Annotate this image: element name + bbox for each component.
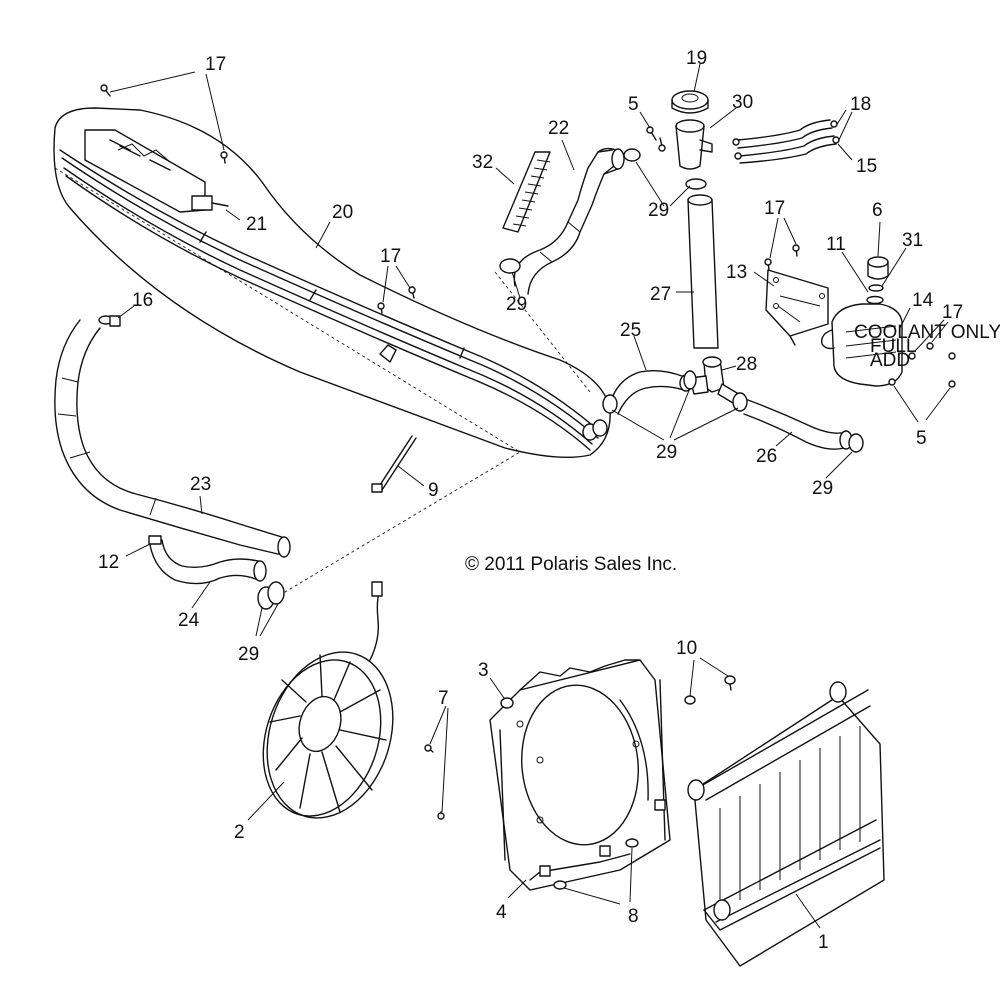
- callout-30: 30: [732, 92, 753, 113]
- callout-25: 25: [620, 320, 641, 341]
- callout-31: 31: [902, 230, 923, 251]
- callout-21: 21: [246, 214, 267, 235]
- part-5-fasteners-reservoir: [888, 378, 956, 388]
- callout-17-reservoir: 17: [942, 302, 963, 323]
- part-3-rubber-grommet: [500, 697, 514, 709]
- callout-11: 11: [826, 234, 846, 255]
- part-2-cooling-fan: [262, 581, 394, 819]
- part-17-screws-mid: [377, 286, 416, 314]
- callout-9: 9: [428, 480, 439, 501]
- callout-10: 10: [676, 638, 697, 659]
- dashed-guide-lines: [54, 167, 591, 599]
- part-19-radiator-cap: [671, 90, 709, 114]
- leader-lines: [109, 63, 951, 929]
- callout-7: 7: [438, 688, 449, 709]
- callout-20: 20: [332, 202, 353, 223]
- part-16-hose-clamp: [98, 315, 121, 327]
- copyright-notice: © 2011 Polaris Sales Inc.: [465, 554, 677, 575]
- callout-15: 15: [856, 156, 877, 177]
- callout-29-bottom-left: 29: [238, 644, 259, 665]
- part-27-filler-tube: [687, 194, 719, 349]
- part-1-radiator: [687, 681, 885, 967]
- part-31-cap-seal: [868, 284, 884, 292]
- part-17-screws-top-left: [100, 84, 228, 164]
- callout-23: 23: [190, 474, 211, 495]
- callout-29-upper-left: 29: [506, 294, 527, 315]
- callout-5-top: 5: [628, 94, 639, 115]
- callout-18: 18: [850, 94, 871, 115]
- callout-19: 19: [686, 48, 707, 69]
- reservoir-label-add: ADD: [870, 350, 910, 371]
- callout-27: 27: [650, 284, 671, 305]
- callout-29-upper-center: 29: [648, 200, 669, 221]
- callout-17-mid: 17: [380, 246, 401, 267]
- callout-16: 16: [132, 290, 153, 311]
- callout-1: 1: [818, 932, 829, 953]
- part-7-fasteners: [424, 744, 445, 820]
- part-21-tube-bracket: [84, 129, 229, 213]
- part-32-hose-sleeve: [502, 151, 551, 233]
- part-29-clamp-filler: [685, 178, 707, 190]
- part-8-grommets: [553, 838, 639, 890]
- callout-14: 14: [912, 290, 934, 311]
- callout-29-right: 29: [812, 478, 833, 499]
- part-29-clamp-upper-left: [499, 258, 521, 274]
- callout-29-center: 29: [656, 442, 677, 463]
- callout-28: 28: [736, 354, 757, 375]
- part-18-vent-hoses: [737, 119, 837, 164]
- part-5-fasteners-top: [646, 126, 666, 152]
- part-29-clamp-upper-right: [623, 148, 641, 162]
- callout-24: 24: [178, 610, 200, 631]
- part-14-coolant-reservoir: COOLANT ONLY FULL ADD: [821, 303, 1000, 387]
- callout-6: 6: [872, 200, 883, 221]
- callout-12: 12: [98, 552, 119, 573]
- callout-2: 2: [234, 822, 245, 843]
- part-15-hose-clamps: [732, 120, 840, 160]
- part-20-coolant-tube-assembly: [53, 107, 611, 459]
- part-29-hose-clamps-bottom-left: [257, 581, 285, 610]
- callout-17-top-left: 17: [205, 54, 226, 75]
- part-17-screws-bracket: [764, 244, 800, 271]
- part-22-upper-coolant-hose: [513, 147, 625, 295]
- part-17-screws-reservoir: [908, 342, 956, 360]
- part-30-filler-neck: [675, 119, 713, 170]
- part-11-reservoir-neck: [866, 295, 884, 305]
- reservoir-label-coolant: COOLANT ONLY: [854, 322, 1000, 343]
- callout-13: 13: [726, 262, 747, 283]
- part-25-coolant-hose: [611, 369, 693, 415]
- part-23-long-coolant-hose: [54, 319, 291, 558]
- callout-numbers: 17 20 21 17 16 9 23 12 24 29 32 22 29 29…: [98, 48, 963, 953]
- callout-26: 26: [756, 446, 777, 467]
- callout-17-bracket: 17: [764, 198, 785, 219]
- part-13-mounting-bracket: [765, 269, 829, 346]
- reservoir-label-full: FULL: [870, 336, 916, 357]
- part-9-cable-tie: [371, 435, 417, 493]
- callout-4: 4: [496, 902, 507, 923]
- part-10-fasteners: [684, 675, 736, 705]
- callout-3: 3: [478, 660, 489, 681]
- part-12-hose-clamp: [148, 535, 162, 545]
- part-6-reservoir-cap: [867, 256, 889, 280]
- part-24-short-coolant-hose: [149, 539, 267, 585]
- part-26-coolant-hose: [743, 399, 853, 450]
- part-29-clamp-right: [848, 433, 864, 453]
- callout-32: 32: [472, 152, 493, 173]
- callout-8: 8: [628, 906, 639, 927]
- callout-22: 22: [548, 118, 569, 139]
- part-4-fan-shroud-frame: [489, 659, 671, 891]
- callout-5-reservoir: 5: [916, 428, 927, 449]
